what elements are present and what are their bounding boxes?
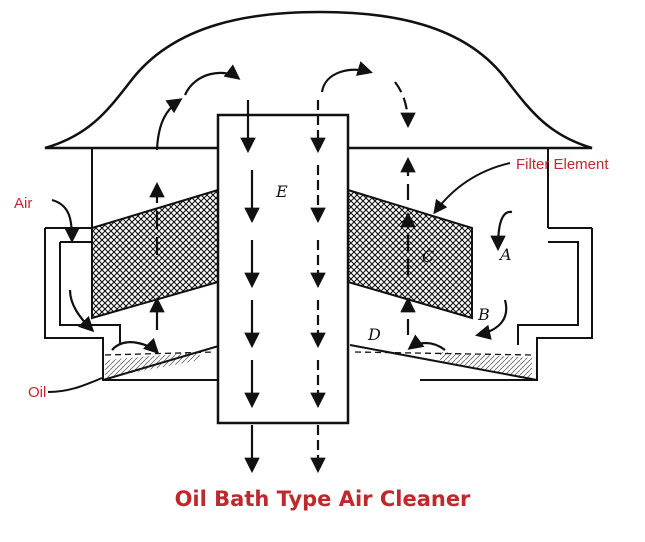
oil-pool-left [105,352,200,378]
label-air: Air [14,195,32,212]
central-tube [216,113,350,425]
letter-a: A [498,245,512,264]
letter-c: C [422,247,434,266]
airflow-arrows [51,61,513,474]
filter-element-left [91,188,219,320]
letter-b: B [477,305,490,324]
label-filter-element: Filter Element [516,156,609,173]
filter-element-right [347,188,473,320]
diagram-caption: Oil Bath Type Air Cleaner [174,487,471,511]
dome-cap [44,10,593,150]
oil-pool-right [440,352,532,378]
letter-e: E [275,182,288,201]
letter-d: D [367,325,381,344]
label-oil: Oil [28,384,46,401]
leader-lines [47,162,511,393]
